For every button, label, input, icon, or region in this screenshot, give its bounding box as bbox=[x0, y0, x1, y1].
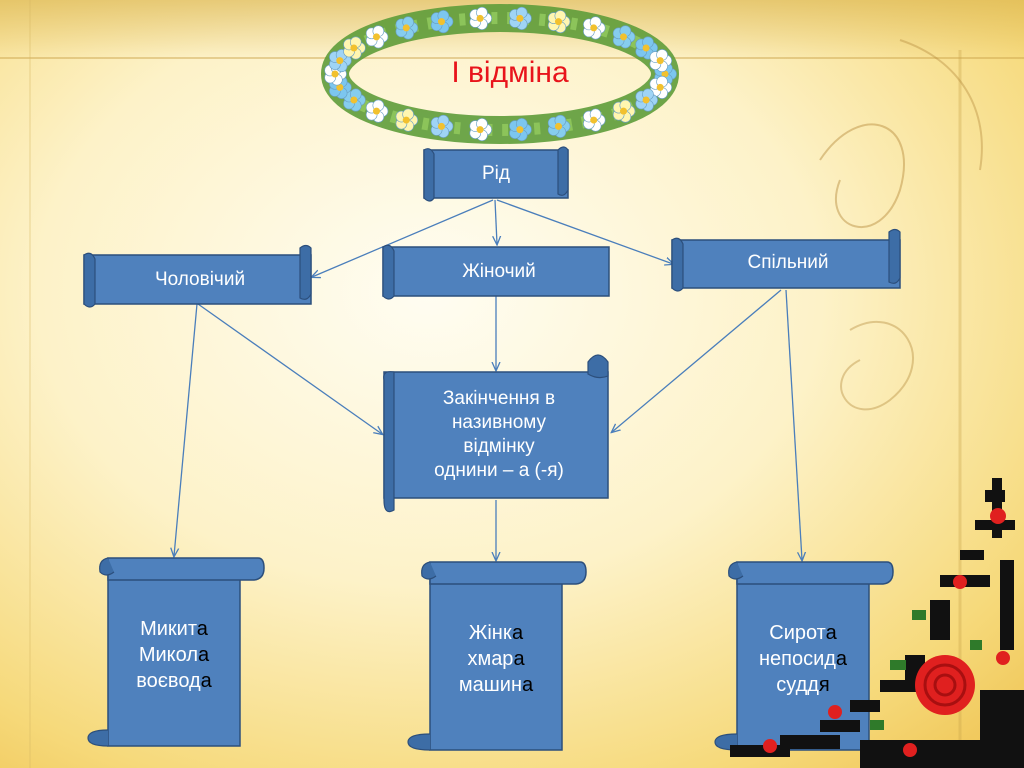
example-word: Микола bbox=[138, 644, 210, 666]
ending-text: Закінчення в називному відмінку однини –… bbox=[396, 374, 602, 496]
wreath-flower bbox=[547, 10, 571, 34]
page-title: І відміна bbox=[451, 56, 569, 89]
example-word: Микита bbox=[140, 618, 208, 640]
arrow-common-to-example3 bbox=[785, 289, 802, 560]
arrow-common-to-ending bbox=[612, 289, 782, 432]
female-label: Жіночий bbox=[462, 260, 536, 282]
flower-wreath-icon bbox=[321, 4, 679, 144]
wreath-flower bbox=[509, 118, 532, 142]
ending-line-3: відмінку bbox=[463, 436, 535, 457]
wreath-flower bbox=[365, 99, 389, 123]
arrow-root-to-male bbox=[312, 199, 494, 277]
root-label: Рід bbox=[482, 163, 510, 184]
common-box bbox=[671, 228, 901, 292]
wreath-flower bbox=[329, 49, 352, 73]
wreath-flower bbox=[430, 114, 454, 138]
example-word: хмара bbox=[467, 648, 525, 670]
wreath-flower bbox=[612, 99, 636, 123]
example-word: воєвода bbox=[136, 670, 212, 692]
example-word: непосида bbox=[758, 648, 848, 670]
root-box bbox=[423, 146, 569, 202]
connector-arrows bbox=[174, 199, 802, 560]
wreath-flower bbox=[469, 6, 492, 30]
example-scroll-1 bbox=[87, 557, 265, 747]
example-words-1: Микита Микола воєвода bbox=[112, 616, 236, 694]
common-label: Спільний bbox=[747, 252, 829, 273]
ending-line-4: однини – а (-я) bbox=[434, 460, 564, 481]
wreath-flower bbox=[365, 25, 389, 49]
wreath-flower bbox=[583, 108, 606, 132]
wreath-flower bbox=[635, 88, 658, 112]
female-box bbox=[382, 244, 610, 300]
wreath-flower bbox=[395, 108, 419, 132]
example-word: Сирота bbox=[769, 622, 837, 644]
arrow-root-to-common bbox=[496, 199, 673, 264]
embroidered-rose-icon bbox=[730, 478, 1024, 768]
arrow-male-to-ending bbox=[197, 303, 382, 434]
wreath-flower bbox=[430, 10, 454, 34]
arrow-root-to-female bbox=[495, 199, 497, 244]
wreath-flower bbox=[469, 118, 492, 142]
wreath-flower bbox=[612, 25, 636, 49]
ending-box bbox=[383, 354, 609, 513]
example-word: Жінка bbox=[468, 622, 524, 644]
wreath-flower bbox=[395, 16, 419, 40]
wreath-flower bbox=[547, 114, 571, 138]
wreath-flower bbox=[343, 36, 366, 60]
male-box bbox=[83, 244, 312, 308]
wreath-flower bbox=[649, 49, 673, 73]
arrow-male-to-example1 bbox=[174, 303, 198, 556]
wreath-flower bbox=[509, 6, 532, 30]
male-label: Чоловічий bbox=[154, 268, 246, 290]
example-words-3: Сирота непосида суддя bbox=[741, 620, 865, 698]
example-word: суддя bbox=[776, 674, 830, 696]
example-scroll-2 bbox=[407, 561, 587, 751]
ending-line-1: Закінчення в bbox=[442, 388, 556, 409]
example-words-2: Жінка хмара машина bbox=[434, 620, 558, 698]
ending-line-2: називному bbox=[451, 412, 547, 433]
wreath-flower bbox=[583, 16, 606, 40]
example-word: машина bbox=[458, 674, 534, 696]
